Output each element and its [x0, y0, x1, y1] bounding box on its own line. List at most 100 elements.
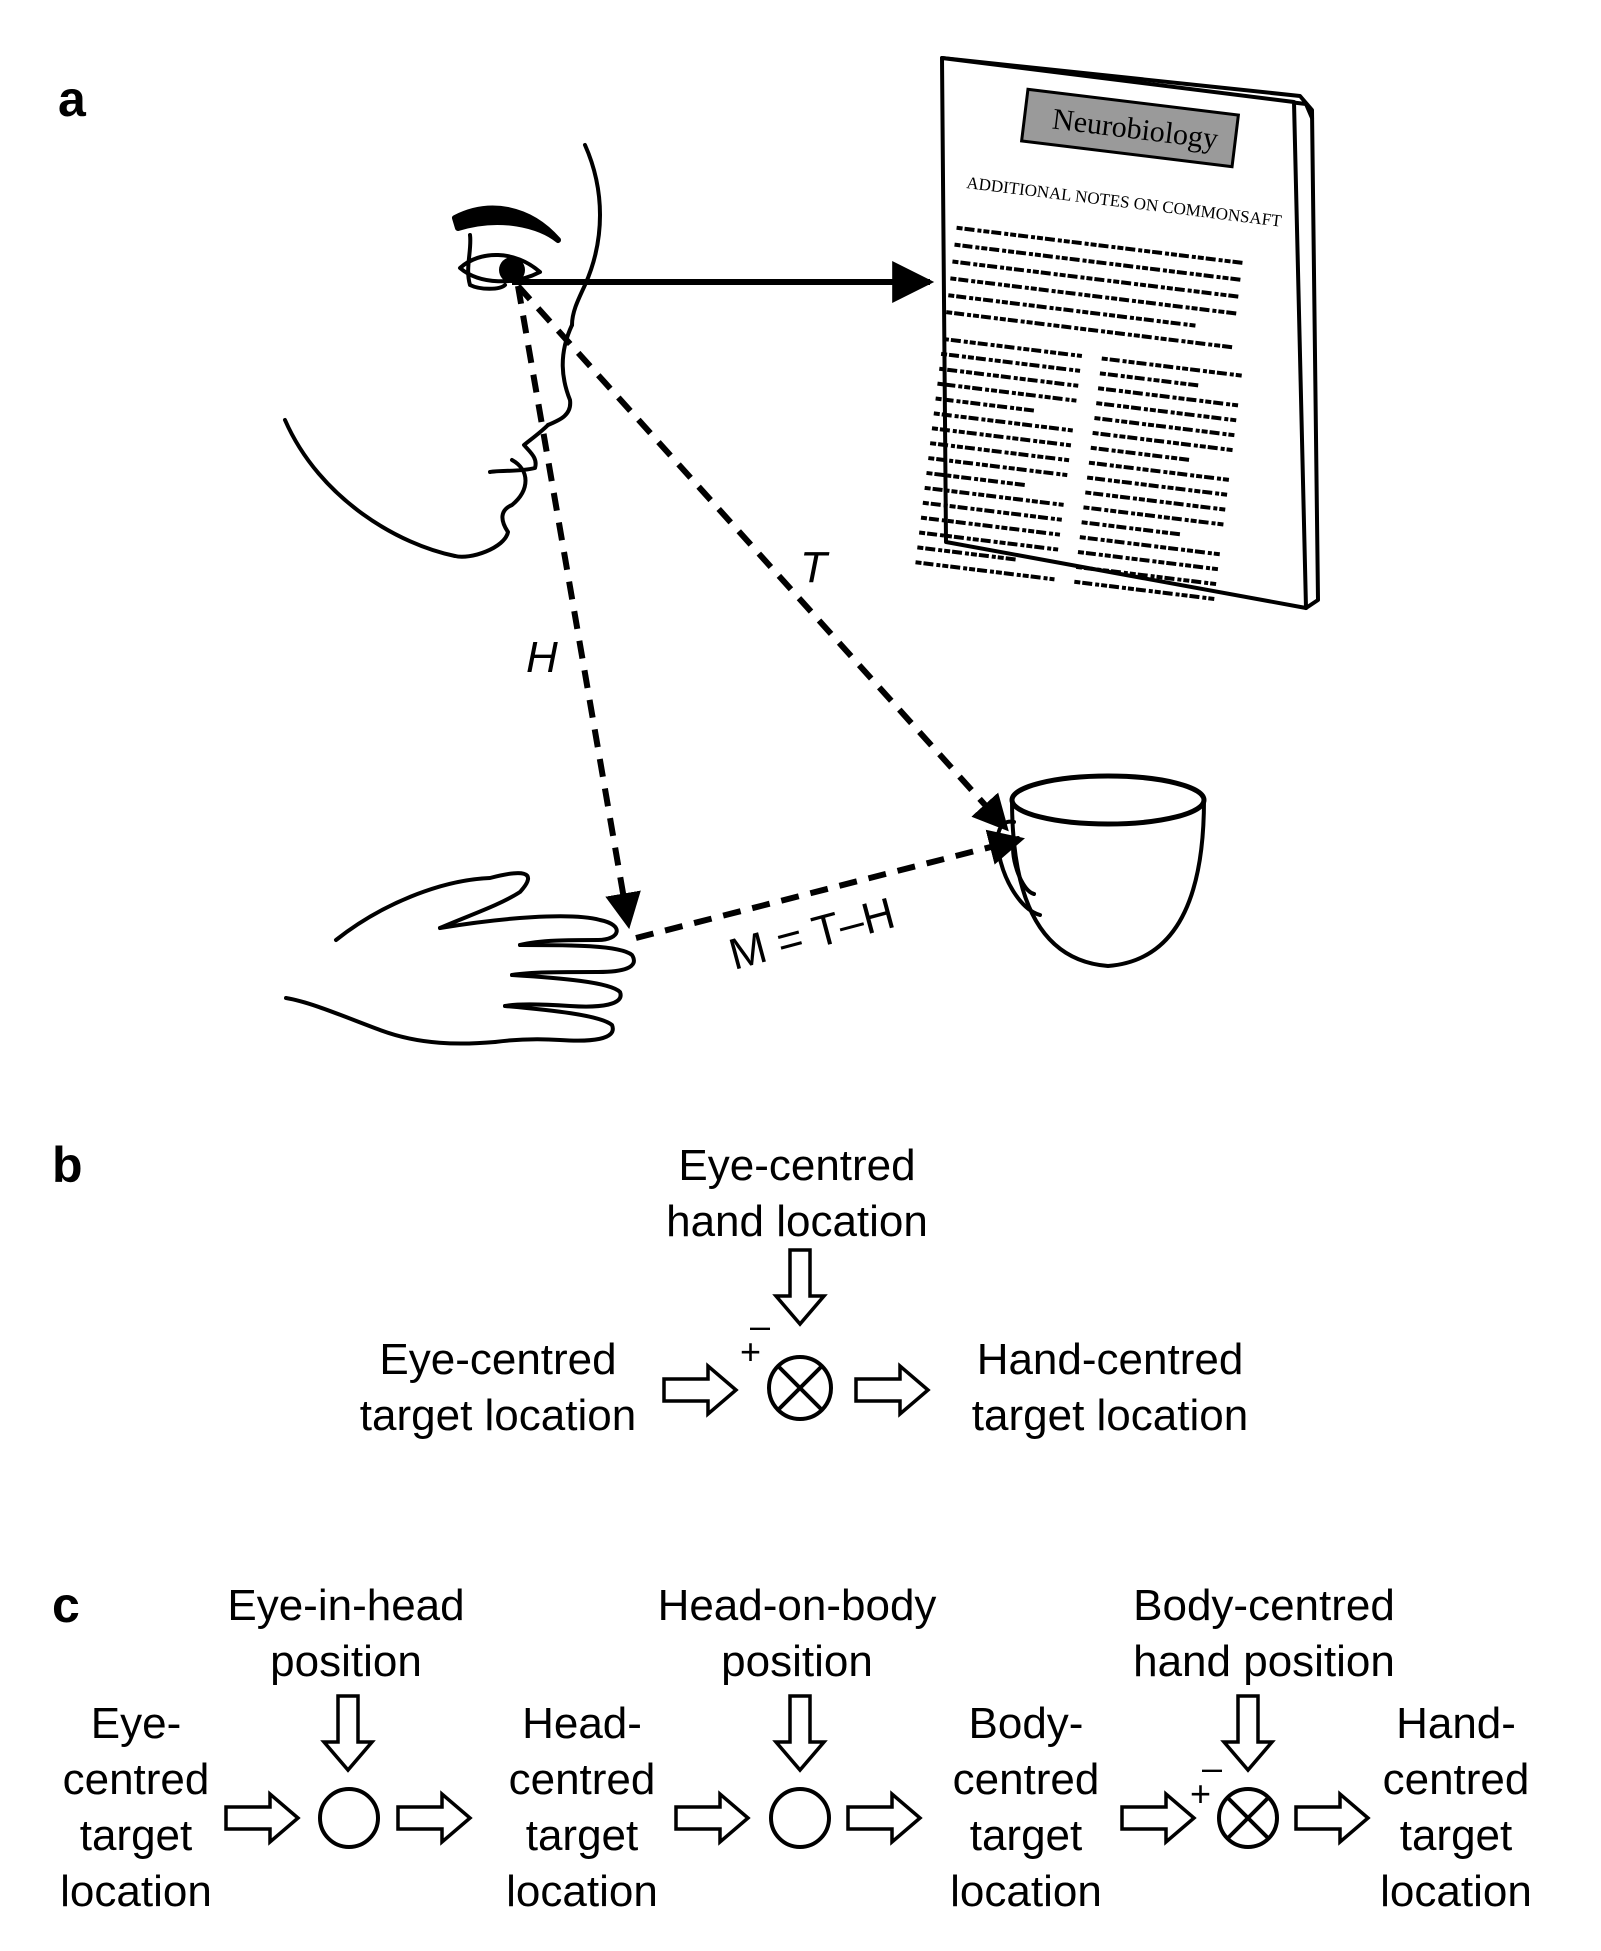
hand-centred-line1: Hand-: [1396, 1699, 1516, 1748]
c-combination-node-2: [769, 1787, 831, 1849]
hand-centred-line4: location: [1380, 1867, 1532, 1916]
panel-b-subtraction-node: [767, 1355, 833, 1421]
c-arrow-2-out: [846, 1792, 922, 1844]
journal-text-line: [929, 441, 1070, 463]
journal-text-line: [954, 242, 1243, 282]
eye-in-head-position-line2: position: [270, 1637, 422, 1686]
head-centred-line1: Head-: [522, 1699, 642, 1748]
journal-text-line: [1096, 401, 1238, 423]
eye-centred-target-location-line2: target location: [360, 1391, 636, 1440]
c-combination-node-1: [318, 1787, 380, 1849]
panel-c-minus-sign: –: [1202, 1747, 1222, 1788]
panel-b: b Eye-centred hand location – + Eye-cent…: [52, 1137, 1248, 1440]
journal-text-line: [924, 485, 1064, 507]
body-centred-hand-position-line2: hand position: [1133, 1637, 1395, 1686]
journal-text-line: [1101, 356, 1243, 378]
journal-text-line: [956, 225, 1245, 266]
journal-text-line: [926, 470, 1026, 488]
journal-text-line: [1074, 579, 1216, 602]
head-on-body-position-line1: Head-on-body: [658, 1581, 937, 1630]
journal-text-line: [939, 366, 1079, 388]
hand-centred-target-location-line1: Hand-centred: [977, 1335, 1244, 1384]
c-arrow-2-in: [674, 1792, 750, 1844]
hand-vector-label: H: [526, 633, 558, 682]
journal-text-line: [1085, 490, 1227, 512]
c-arrow-1-in: [224, 1792, 300, 1844]
eye-centred-target-location-line1: Eye-centred: [379, 1335, 616, 1384]
hand-location-input-arrow: [774, 1248, 826, 1326]
eye-in-head-position-line1: Eye-in-head: [227, 1581, 464, 1630]
journal-text-line: [1077, 550, 1220, 572]
panel-b-output-arrow: [854, 1364, 930, 1416]
journal-text-line: [1090, 445, 1193, 463]
journal-illustration: Neurobiology ADDITIONAL NOTES ON COMMONS…: [915, 56, 1320, 610]
cup-illustration: [995, 773, 1207, 968]
journal-text-line: [1099, 371, 1202, 388]
journal-text-line: [940, 351, 1081, 373]
eye-centred-target-location-column: Eye- centred target location: [60, 1699, 212, 1916]
head-centred-line4: location: [506, 1867, 658, 1916]
c-arrow-3-in: [1120, 1792, 1196, 1844]
body-centred-hand-position-line1: Body-centred: [1133, 1581, 1395, 1630]
panel-b-label: b: [52, 1137, 83, 1193]
head-centred-target-location-column: Head- centred target location: [506, 1699, 658, 1916]
c-arrow-3-out: [1294, 1792, 1370, 1844]
body-centred-target-location-column: Body- centred target location: [950, 1699, 1102, 1916]
journal-text-line: [1083, 505, 1225, 527]
journal-text-line: [950, 276, 1239, 316]
journal-text-line: [937, 381, 1077, 403]
journal-text-line: [942, 336, 1083, 359]
body-centred-line1: Body-: [969, 1699, 1084, 1748]
panel-c-label: c: [52, 1577, 80, 1633]
journal-text-line: [928, 456, 1068, 478]
journal-text-line: [948, 293, 1197, 328]
hand-centred-target-location-column: Hand- centred target location: [1380, 1699, 1532, 1916]
panel-b-plus-sign: +: [740, 1331, 761, 1372]
body-centred-line2: centred: [953, 1755, 1100, 1804]
head-centred-line3: target: [526, 1811, 639, 1860]
eye-centred-start-line1: Eye-: [91, 1699, 181, 1748]
journal-text-line: [918, 530, 1059, 552]
eye-centred-hand-location-line2: hand location: [666, 1197, 928, 1246]
eye-centred-start-line2: centred: [63, 1755, 210, 1804]
journal-text-line: [917, 545, 1017, 562]
hand-centred-line2: centred: [1383, 1755, 1530, 1804]
journal-text-line: [933, 411, 1073, 433]
head-centred-line2: centred: [509, 1755, 656, 1804]
journal-text-line: [1079, 535, 1221, 557]
journal-text-line: [920, 515, 1061, 537]
panel-c: c Eye- centred target location Eye-in-he…: [52, 1577, 1532, 1916]
c-arrow-1-out: [396, 1792, 472, 1844]
body-centred-line3: target: [970, 1811, 1083, 1860]
body-centred-hand-input-arrow: [1222, 1694, 1274, 1772]
face-profile: [283, 143, 602, 559]
eye-centred-hand-location-line1: Eye-centred: [678, 1141, 915, 1190]
eye-centred-start-line4: location: [60, 1867, 212, 1916]
eye-centred-start-line3: target: [80, 1811, 193, 1860]
motor-vector-label: M = T–H: [724, 889, 900, 980]
hand-centred-target-location-line2: target location: [972, 1391, 1248, 1440]
journal-text-line: [952, 259, 1241, 299]
eye-in-head-input-arrow: [322, 1694, 374, 1772]
hand-centred-line3: target: [1400, 1811, 1513, 1860]
journal-text-line: [935, 396, 1036, 413]
journal-text-line: [1075, 564, 1218, 587]
journal-text-line: [1094, 416, 1236, 438]
head-on-body-position-line2: position: [721, 1637, 873, 1686]
panel-a-label: a: [58, 71, 87, 127]
journal-text-line: [931, 426, 1072, 448]
panel-a: a Neurobiology ADDITIONAL NOTES ON COMMO…: [58, 56, 1320, 1046]
journal-text-line: [1088, 460, 1231, 482]
journal-text-line: [922, 500, 1063, 522]
journal-text-line: [945, 310, 1235, 350]
body-centred-line4: location: [950, 1867, 1102, 1916]
target-location-input-arrow: [662, 1364, 738, 1416]
motor-vector-arrow: [635, 829, 1025, 941]
target-vector-label: T: [800, 543, 830, 592]
journal-text-line: [1081, 520, 1184, 537]
panel-b-minus-sign: –: [750, 1305, 770, 1346]
journal-text-line: [1092, 430, 1234, 453]
panel-c-plus-sign: +: [1190, 1773, 1211, 1814]
hand-vector-arrow: [515, 285, 641, 930]
